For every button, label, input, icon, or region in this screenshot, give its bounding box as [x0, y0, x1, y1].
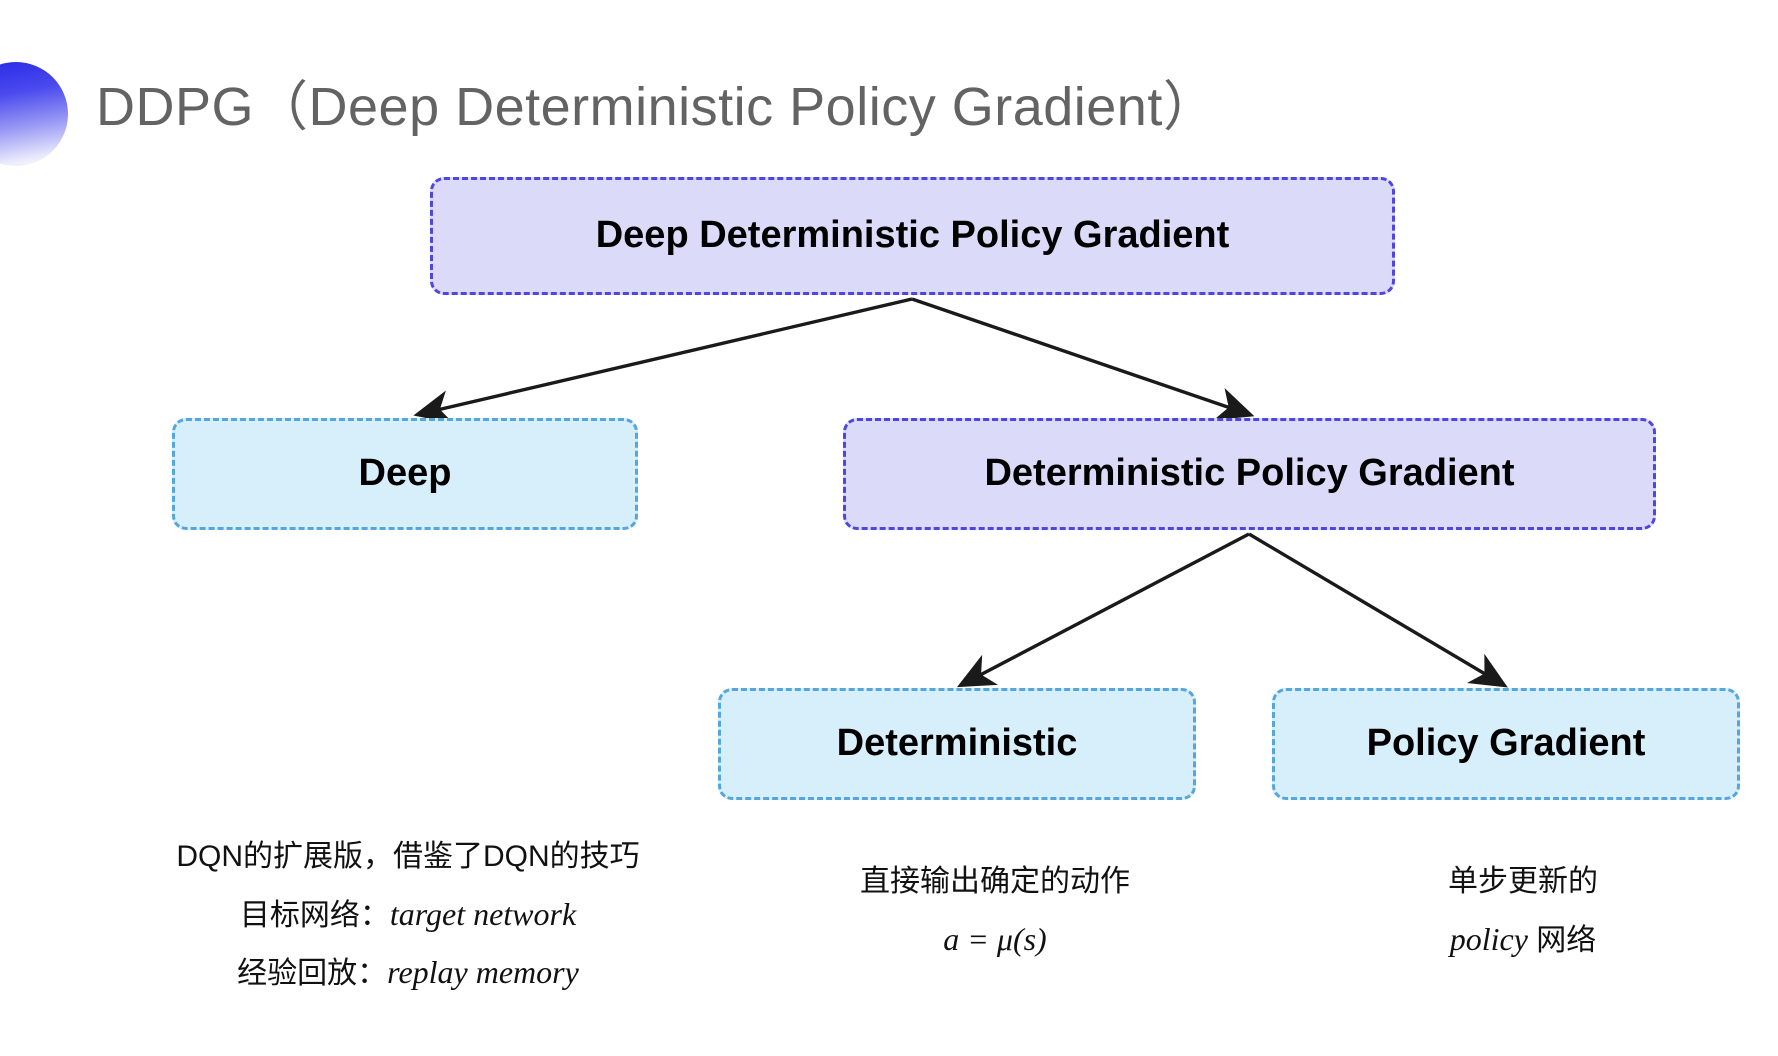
note-deep-line2-term: target network — [389, 895, 577, 932]
node-root[interactable]: Deep Deterministic Policy Gradient — [430, 177, 1395, 295]
node-deterministic[interactable]: Deterministic — [718, 688, 1196, 800]
note-deep-line3: 经验回放：replay memory — [148, 943, 668, 1002]
note-deep: DQN的扩展版，借鉴了DQN的技巧 目标网络：target network 经验… — [148, 830, 668, 1002]
note-policy-gradient-line1: 单步更新的 — [1448, 865, 1598, 898]
note-policy-gradient-line2: policy 网络 — [1378, 910, 1668, 969]
note-deep-line3-term: replay memory — [387, 954, 579, 991]
page-title: DDPG（Deep Deterministic Policy Gradient） — [96, 77, 1218, 137]
node-dpg-label: Deterministic Policy Gradient — [984, 452, 1515, 495]
note-deep-line2: 目标网络：target network — [148, 885, 668, 944]
node-policy-gradient[interactable]: Policy Gradient — [1272, 688, 1740, 800]
node-policy-gradient-label: Policy Gradient — [1366, 722, 1646, 765]
note-deep-line2-label: 目标网络： — [239, 898, 390, 932]
note-deep-line3-label: 经验回放： — [237, 957, 388, 991]
node-root-label: Deep Deterministic Policy Gradient — [595, 214, 1230, 257]
note-deterministic: 直接输出确定的动作 a = μ(s) — [830, 855, 1160, 968]
edge-root-to-dpg — [911, 297, 1255, 421]
edge-dpg-to-policy-gradient — [1248, 532, 1508, 688]
note-deterministic-line1: 直接输出确定的动作 — [860, 865, 1130, 898]
note-deep-line1: DQN的扩展版，借鉴了DQN的技巧 — [176, 840, 640, 873]
node-deterministic-policy-gradient[interactable]: Deterministic Policy Gradient — [843, 418, 1656, 530]
node-deep[interactable]: Deep — [172, 418, 638, 530]
note-policy-gradient-term: policy — [1449, 920, 1528, 957]
note-deterministic-formula: a = μ(s) — [943, 920, 1047, 957]
node-deep-label: Deep — [358, 452, 452, 495]
node-deterministic-label: Deterministic — [836, 722, 1078, 765]
note-policy-gradient: 单步更新的 policy 网络 — [1378, 855, 1668, 968]
title-accent-circle-icon — [0, 62, 68, 166]
edge-root-to-deep — [413, 297, 913, 424]
note-policy-gradient-suffix: 网络 — [1527, 923, 1597, 957]
edge-dpg-to-deterministic — [956, 532, 1250, 688]
